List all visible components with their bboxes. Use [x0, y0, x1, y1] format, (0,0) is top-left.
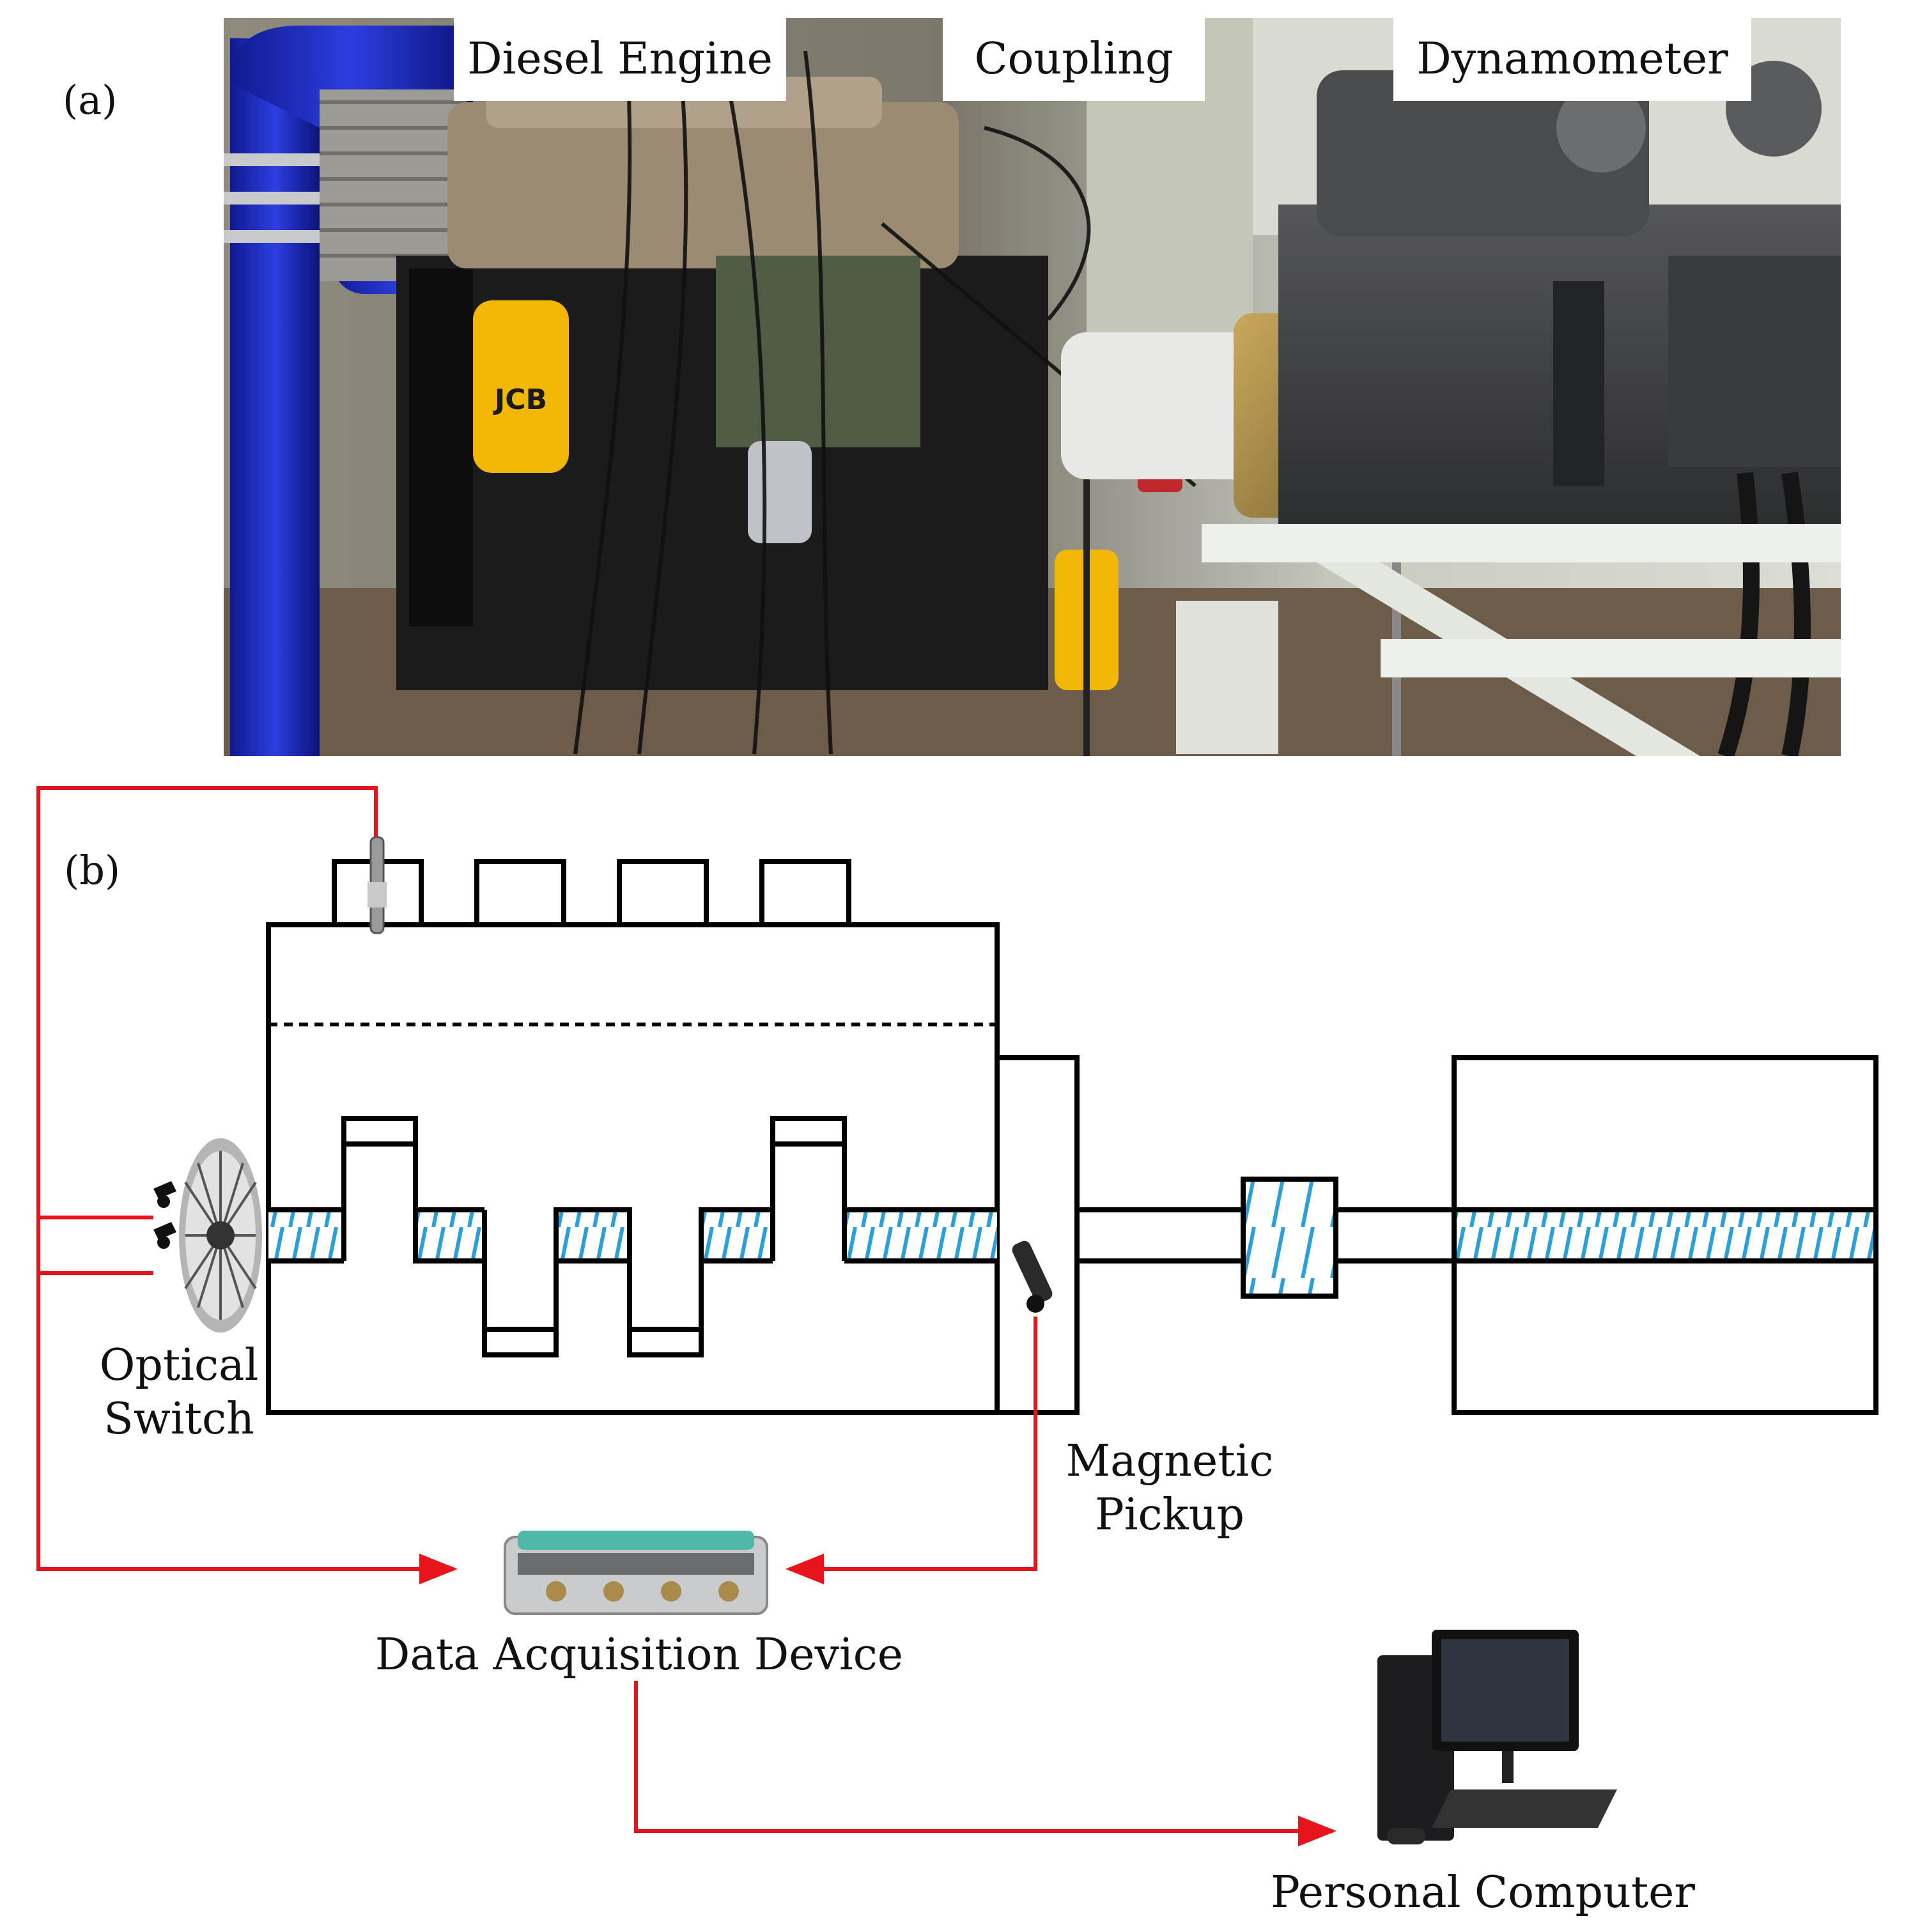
tdc-sensor-icon	[368, 836, 387, 934]
panel-a-label: (a)	[63, 77, 118, 123]
jcb-brand-text: JCB	[493, 383, 547, 416]
callout-diesel-engine: Diesel Engine	[454, 18, 786, 101]
crankshaft	[268, 1116, 997, 1357]
output-shaft	[1077, 1207, 1454, 1264]
computer-icon	[1377, 1630, 1617, 1844]
encoder-disk-icon	[179, 1138, 262, 1333]
callout-dynamometer: Dynamometer	[1393, 18, 1751, 101]
optical-switch-icon	[153, 1181, 176, 1249]
signal-wiring	[36, 786, 1336, 1846]
callout-coupling: Coupling	[943, 18, 1205, 101]
label-personal-computer: Personal Computer	[1271, 1867, 1695, 1918]
label-data-acquisition-device: Data Acquisition Device	[375, 1630, 904, 1680]
cylinder-head-2	[474, 859, 566, 927]
label-magnetic-pickup: Magnetic Pickup	[1065, 1436, 1274, 1540]
daq-device-icon	[504, 1531, 768, 1615]
panel-b-label: (b)	[64, 847, 121, 893]
label-optical-switch: Optical Switch	[99, 1340, 259, 1444]
cylinder-head-4	[759, 859, 851, 927]
dyno-shaft	[1452, 1207, 1878, 1264]
coupling-element	[1241, 1177, 1338, 1299]
cylinder-head-3	[617, 859, 709, 927]
magnetic-pickup-icon	[1012, 1240, 1053, 1313]
